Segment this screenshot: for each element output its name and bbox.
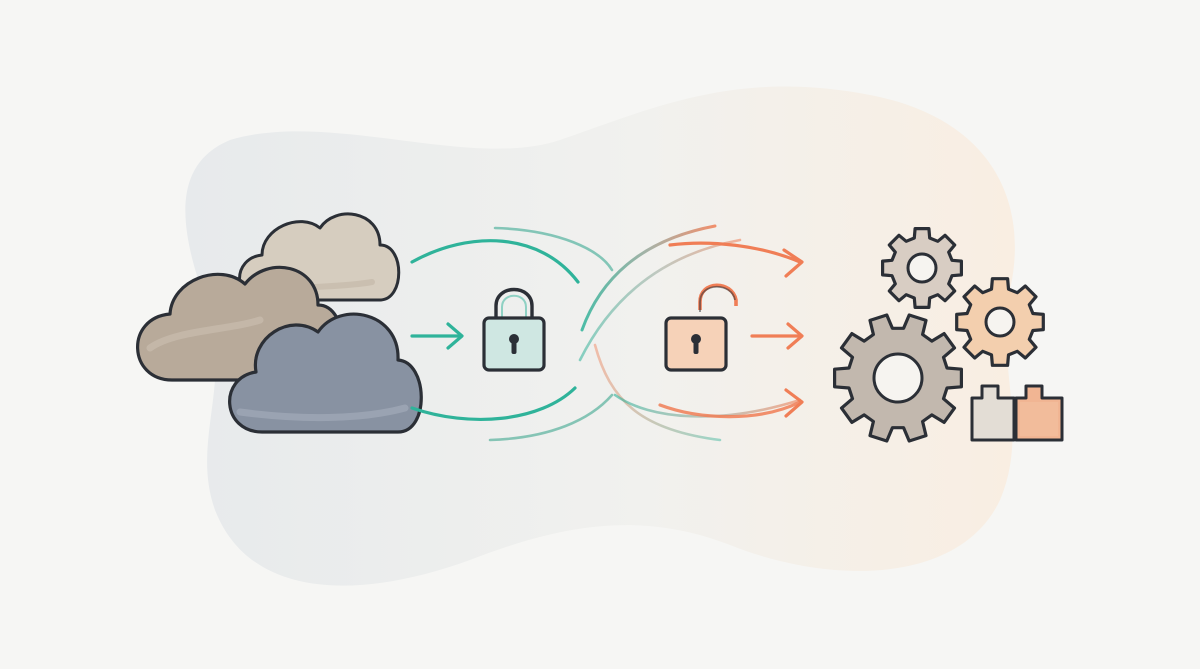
flow-lines	[410, 224, 802, 442]
arrow-right-icon	[750, 322, 804, 350]
block-icon	[970, 384, 1016, 442]
block-icon	[1014, 384, 1064, 442]
flow-line	[410, 239, 580, 284]
flow-line	[658, 400, 802, 419]
flow-line	[488, 393, 614, 442]
flow-line	[493, 226, 614, 272]
cloud-group	[136, 212, 423, 434]
gear-group	[833, 227, 1045, 443]
flow-line	[593, 343, 722, 442]
flow-line	[578, 238, 742, 362]
arrow-right-icon	[782, 248, 804, 278]
gear-icon	[881, 227, 963, 309]
cloud-icon	[228, 312, 423, 434]
flow-line	[410, 386, 577, 421]
background-blob	[185, 86, 1015, 586]
flow-line	[613, 393, 802, 418]
flow-line	[580, 224, 717, 332]
lock-closed-icon	[482, 288, 546, 372]
arrow-right-icon	[410, 322, 464, 350]
gear-icon	[955, 277, 1045, 367]
flow-line	[668, 241, 802, 264]
block-group	[970, 384, 1064, 442]
arrow-group	[410, 248, 804, 418]
gear-icon	[833, 313, 963, 443]
arrow-right-icon	[784, 388, 804, 418]
lock-open-icon	[664, 283, 738, 372]
